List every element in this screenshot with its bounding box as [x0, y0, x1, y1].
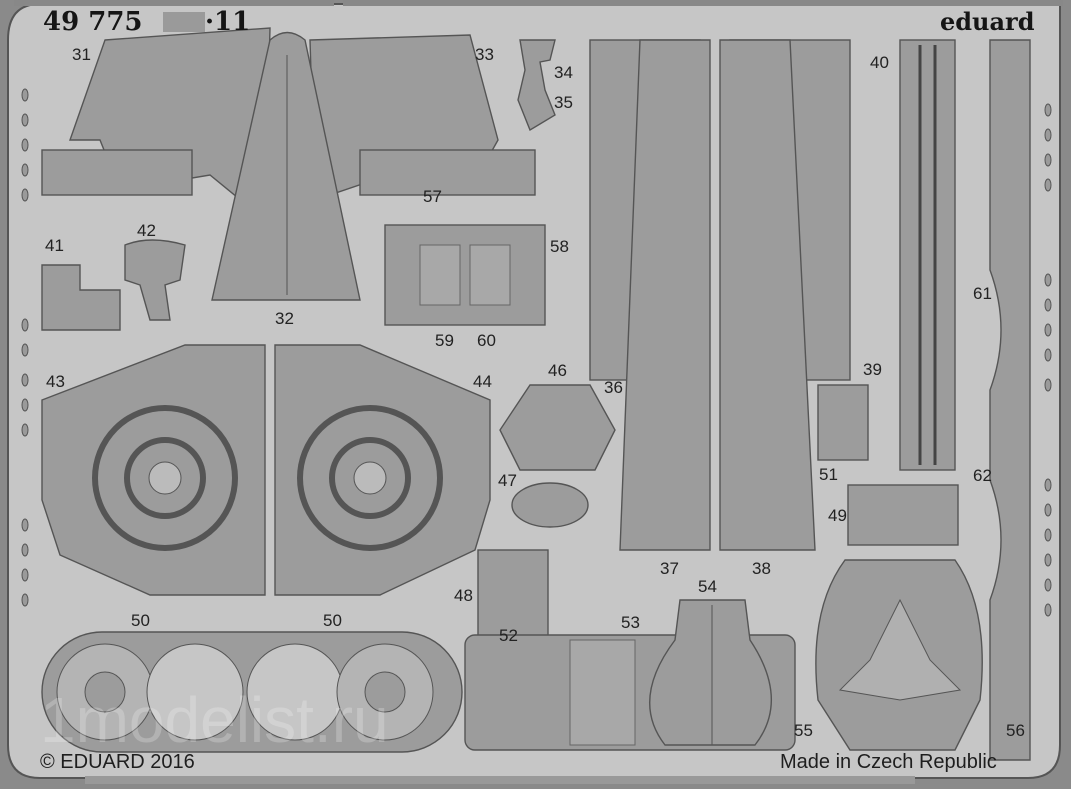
- part-number: 37: [660, 559, 679, 578]
- drop-mark: [21, 138, 29, 152]
- part-38: [719, 39, 816, 551]
- drop-mark: [1044, 348, 1052, 362]
- part-number: 43: [46, 372, 65, 391]
- part-54: [649, 599, 772, 746]
- drop-mark: [21, 343, 29, 357]
- part-number: 49: [828, 506, 847, 525]
- part-number: 56: [1006, 721, 1025, 740]
- drop-mark: [21, 113, 29, 127]
- drop-mark: [1044, 178, 1052, 192]
- part-46: [499, 384, 616, 471]
- part-47: [511, 482, 589, 528]
- drop-mark: [21, 318, 29, 332]
- drop-mark: [1044, 528, 1052, 542]
- drop-mark: [21, 188, 29, 202]
- drop-mark: [21, 543, 29, 557]
- part-32: [211, 31, 361, 301]
- part-number: 35: [554, 93, 573, 112]
- drop-mark: [21, 163, 29, 177]
- part-number: 40: [870, 53, 889, 72]
- part-number: 44: [473, 372, 492, 391]
- drop-mark: [21, 423, 29, 437]
- part-number: 33: [475, 45, 494, 64]
- part-48: [477, 549, 549, 641]
- redacted-label: [163, 12, 205, 32]
- part-number: 41: [45, 236, 64, 255]
- part-number: 52: [499, 626, 518, 645]
- part-57-60: [384, 224, 546, 326]
- part-number: 36: [604, 378, 623, 397]
- watermark: 1modelist.ru: [40, 684, 389, 756]
- part-number: 50: [131, 611, 150, 630]
- part-number: 61: [973, 284, 992, 303]
- drop-mark: [21, 88, 29, 102]
- part-number: 42: [137, 221, 156, 240]
- drop-mark: [1044, 128, 1052, 142]
- drop-mark: [1044, 553, 1052, 567]
- part-number: 34: [554, 63, 573, 82]
- part-42: [124, 239, 186, 321]
- part-34-35: [517, 39, 556, 132]
- drop-mark: [1044, 298, 1052, 312]
- drop-mark: [1044, 603, 1052, 617]
- part-number: 32: [275, 309, 294, 328]
- part-number: 47: [498, 471, 517, 490]
- part-number: 39: [863, 360, 882, 379]
- part-40: [899, 39, 956, 471]
- part-41: [41, 264, 121, 331]
- part-numbers: 31 32 33 34 35 36 37 38 39 40 41 42 43 4…: [45, 45, 1025, 740]
- part-number: 55: [794, 721, 813, 740]
- part-number: 51: [819, 465, 838, 484]
- part-number: 59: [435, 331, 454, 350]
- drop-mark: [1044, 323, 1052, 337]
- part-number: 58: [550, 237, 569, 256]
- drop-mark: [1044, 503, 1052, 517]
- part-49: [847, 484, 959, 546]
- part-number: 48: [454, 586, 473, 605]
- drop-mark: [1044, 153, 1052, 167]
- edge-drops: [21, 88, 1052, 617]
- drop-mark: [1044, 103, 1052, 117]
- part-number: 38: [752, 559, 771, 578]
- part-number: 62: [973, 466, 992, 485]
- drop-mark: [21, 593, 29, 607]
- drop-mark: [1044, 478, 1052, 492]
- product-code: 49 775: [43, 7, 143, 37]
- part-number: 54: [698, 577, 717, 596]
- eduard-logo: eduard: [940, 7, 1035, 36]
- drop-mark: [21, 398, 29, 412]
- origin-text: Made in Czech Republic: [780, 751, 997, 773]
- product-suffix: ·11: [205, 7, 250, 37]
- part-51: [817, 384, 869, 461]
- drop-mark: [1044, 378, 1052, 392]
- part-number: 31: [72, 45, 91, 64]
- drop-mark: [21, 518, 29, 532]
- part-number: 46: [548, 361, 567, 380]
- drop-mark: [21, 373, 29, 387]
- part-37: [619, 39, 711, 551]
- drop-mark: [1044, 578, 1052, 592]
- part-number: 50: [323, 611, 342, 630]
- drop-mark: [21, 568, 29, 582]
- part-number: 53: [621, 613, 640, 632]
- part-number: 57: [423, 187, 442, 206]
- drop-mark: [1044, 273, 1052, 287]
- part-61-62: [989, 39, 1031, 761]
- part-number: 60: [477, 331, 496, 350]
- copyright-text: © EDUARD 2016: [40, 751, 195, 773]
